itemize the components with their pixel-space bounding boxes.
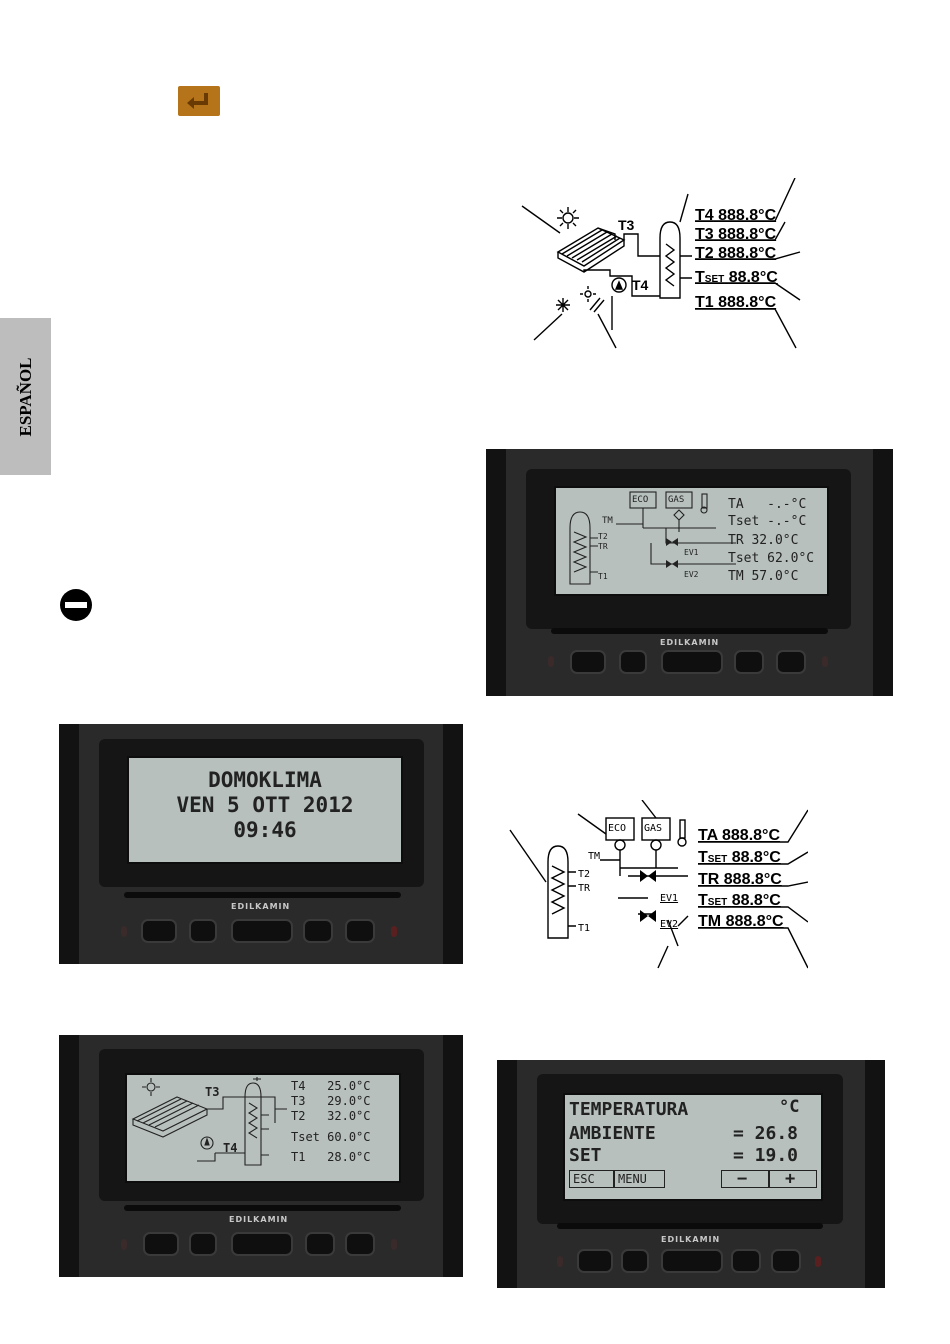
device-button-4[interactable] xyxy=(303,919,333,943)
solar-t3-label: T3 xyxy=(618,217,635,233)
device-button-2[interactable] xyxy=(189,919,217,943)
solar-lcd-t4: T4 xyxy=(223,1141,238,1155)
softkey-menu[interactable]: MENU xyxy=(618,1172,647,1186)
device-button-5[interactable] xyxy=(345,1232,375,1256)
boiler-diagram-tm: TM xyxy=(588,851,601,862)
solar-lcd-t3: T3 xyxy=(205,1085,220,1099)
softkey-plus[interactable]: + xyxy=(785,1169,796,1189)
device-button-4[interactable] xyxy=(305,1232,335,1256)
device-button-1[interactable] xyxy=(143,1232,179,1256)
boiler-eco-label: ECO xyxy=(632,495,649,505)
temp-unit: °C xyxy=(779,1097,800,1117)
boiler-diagram-row-tset1: TSET 88.8°C xyxy=(698,849,781,866)
solar-lcd-row-t1: T1 28.0°C xyxy=(291,1150,371,1164)
device-button-4[interactable] xyxy=(731,1249,761,1273)
solar-row-t1: T1 888.8°C xyxy=(695,294,777,311)
boiler-lcd-screen: ECO GAS TM T2 TR T1 EV1 EV2 TA -.-°C Tse… xyxy=(554,486,829,596)
solar-lcd-row-tset: Tset 60.0°C xyxy=(291,1130,371,1144)
boiler-ev1-label: EV1 xyxy=(684,548,699,557)
date-line-2: VEN 5 OTT 2012 xyxy=(176,793,354,817)
boiler-diagram-row-ta: TA 888.8°C xyxy=(698,827,780,844)
date-lcd-screen: DOMOKLIMA VEN 5 OTT 2012 09:46 xyxy=(127,756,403,864)
device-button-5[interactable] xyxy=(345,919,375,943)
boiler-row-tset1: Tset -.-°C xyxy=(728,514,807,529)
device-button-4[interactable] xyxy=(734,650,764,674)
device-button-center[interactable] xyxy=(231,1232,293,1256)
boiler-display-device: ECO GAS TM T2 TR T1 EV1 EV2 TA -.-°C Tse… xyxy=(486,449,893,696)
boiler-row-tm: TM 57.0°C xyxy=(728,569,799,584)
date-line-3: 09:46 xyxy=(233,818,297,842)
temp-title: TEMPERATURA xyxy=(569,1099,689,1120)
date-line-1: DOMOKLIMA xyxy=(208,768,322,792)
solar-row-t3: T3 888.8°C xyxy=(695,226,777,243)
boiler-row-tset2: Tset 62.0°C xyxy=(728,551,815,566)
device-button-5[interactable] xyxy=(776,650,806,674)
softkey-minus[interactable]: − xyxy=(737,1169,748,1189)
boiler-diagram-ev2: EV2 xyxy=(660,919,679,930)
boiler-tr-label: TR xyxy=(598,542,608,551)
solar-lcd-row-t4: T4 25.0°C xyxy=(291,1079,371,1093)
boiler-t2-label: T2 xyxy=(598,532,608,541)
boiler-t1-label: T1 xyxy=(598,572,608,581)
language-tab-label: ESPAÑOL xyxy=(15,356,35,437)
device-button-2[interactable] xyxy=(189,1232,217,1256)
solar-diagram: T3 T4 T4 888.8°C T3 888.8°C T2 888.8°C T… xyxy=(520,177,810,350)
device-button-1[interactable] xyxy=(141,919,177,943)
boiler-ev2-label: EV2 xyxy=(684,570,699,579)
device-button-5[interactable] xyxy=(771,1249,801,1273)
enter-key-icon xyxy=(178,86,220,116)
softkey-esc[interactable]: ESC xyxy=(573,1172,595,1186)
temperature-display-device: TEMPERATURA °C AMBIENTE = 26.8 SET = 19.… xyxy=(497,1060,885,1288)
device-button-2[interactable] xyxy=(619,650,647,674)
device-button-2[interactable] xyxy=(621,1249,649,1273)
device-button-1[interactable] xyxy=(570,650,606,674)
solar-row-t4: T4 888.8°C xyxy=(695,207,777,224)
boiler-diagram-row-tr: TR 888.8°C xyxy=(698,871,782,888)
solar-row-t2: T2 888.8°C xyxy=(695,245,777,262)
device-button-center[interactable] xyxy=(661,650,723,674)
boiler-diagram-ev1: EV1 xyxy=(660,893,679,904)
date-display-device: DOMOKLIMA VEN 5 OTT 2012 09:46 EDILKAMIN xyxy=(59,724,463,964)
brand-label: EDILKAMIN xyxy=(229,1215,289,1224)
boiler-diagram-eco: ECO xyxy=(608,823,627,834)
temp-set-value: = 19.0 xyxy=(733,1145,799,1166)
boiler-diagram-tr: TR xyxy=(578,883,591,894)
boiler-diagram-t1: T1 xyxy=(578,923,591,934)
device-button-center[interactable] xyxy=(661,1249,723,1273)
solar-lcd-row-t3: T3 29.0°C xyxy=(291,1094,371,1108)
boiler-row-tr: TR 32.0°C xyxy=(728,533,799,548)
brand-label: EDILKAMIN xyxy=(661,1235,721,1244)
solar-t4-label: T4 xyxy=(632,277,649,293)
stop-warning-icon xyxy=(60,589,92,621)
boiler-diagram-gas: GAS xyxy=(644,823,663,834)
device-button-1[interactable] xyxy=(577,1249,613,1273)
temp-set-label: SET xyxy=(569,1145,602,1166)
brand-label: EDILKAMIN xyxy=(660,638,720,647)
solar-lcd-row-t2: T2 32.0°C xyxy=(291,1109,371,1123)
language-tab: ESPAÑOL xyxy=(0,318,51,475)
temp-ambient-label: AMBIENTE xyxy=(569,1123,656,1144)
boiler-gas-label: GAS xyxy=(668,495,685,505)
brand-label: EDILKAMIN xyxy=(231,902,291,911)
boiler-tm-label: TM xyxy=(602,516,613,526)
solar-display-device: T3 T4 T4 25.0°C T3 29.0°C T2 32.0°C Tset… xyxy=(59,1035,463,1277)
temp-ambient-value: = 26.8 xyxy=(733,1123,799,1144)
boiler-row-ta: TA -.-°C xyxy=(728,497,807,512)
solar-row-tset: TSET 88.8°C xyxy=(695,269,778,286)
temperature-lcd-screen: TEMPERATURA °C AMBIENTE = 26.8 SET = 19.… xyxy=(563,1093,823,1201)
boiler-diagram-t2: T2 xyxy=(578,869,591,880)
boiler-diagram-row-tset2: TSET 88.8°C xyxy=(698,892,781,909)
device-button-center[interactable] xyxy=(231,919,293,943)
boiler-diagram: ECO GAS TM T2 TR T1 EV1 EV2 TA 888.8°C T… xyxy=(508,799,809,970)
boiler-diagram-row-tm: TM 888.8°C xyxy=(698,913,784,930)
solar-lcd-screen: T3 T4 T4 25.0°C T3 29.0°C T2 32.0°C Tset… xyxy=(125,1073,401,1183)
